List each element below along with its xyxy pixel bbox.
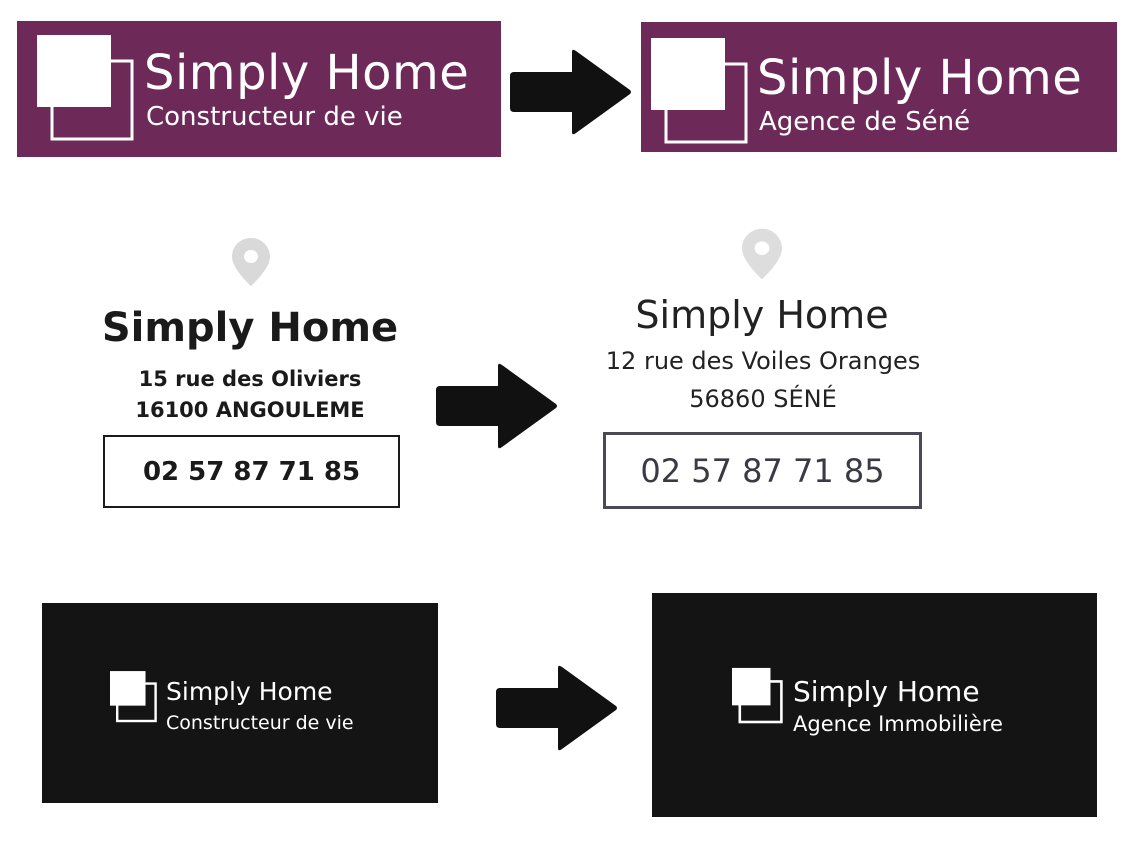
card-title: Simply Home [166,677,333,706]
phone-number: 02 57 87 71 85 [142,456,361,487]
right-arrow-icon [436,363,557,449]
address-street: 12 rue des Voiles Oranges [605,347,921,375]
phone-box[interactable]: 02 57 87 71 85 [603,432,922,509]
banner-title: Simply Home [757,50,1083,106]
banner-old: Simply Home Constructeur de vie [17,21,501,157]
right-arrow-icon [510,49,631,135]
map-pin-icon [232,238,270,286]
card-new: Simply Home Agence Immobilière [652,593,1097,817]
square-logo-icon [110,671,157,723]
square-logo-icon [732,667,783,724]
banner-title: Simply Home [144,45,470,101]
card-title: Simply Home [793,675,980,708]
phone-box[interactable]: 02 57 87 71 85 [103,435,400,508]
square-logo-icon [651,38,748,144]
address-street: 15 rue des Oliviers [138,367,362,391]
card-subtitle: Constructeur de vie [166,712,354,734]
map-pin-icon [742,228,782,280]
address-city: 16100 ANGOULEME [135,398,365,422]
card-old: Simply Home Constructeur de vie [42,603,438,803]
address-company-name: Simply Home [101,305,399,351]
phone-number: 02 57 87 71 85 [640,451,885,490]
square-logo-icon [37,35,134,141]
banner-new: Simply Home Agence de Séné [641,22,1117,152]
banner-subtitle: Agence de Séné [759,107,971,137]
address-city: 56860 SÉNÉ [689,385,837,413]
address-company-name: Simply Home [635,293,889,337]
card-subtitle: Agence Immobilière [793,712,1003,736]
banner-subtitle: Constructeur de vie [146,102,403,132]
right-arrow-icon [496,665,617,751]
